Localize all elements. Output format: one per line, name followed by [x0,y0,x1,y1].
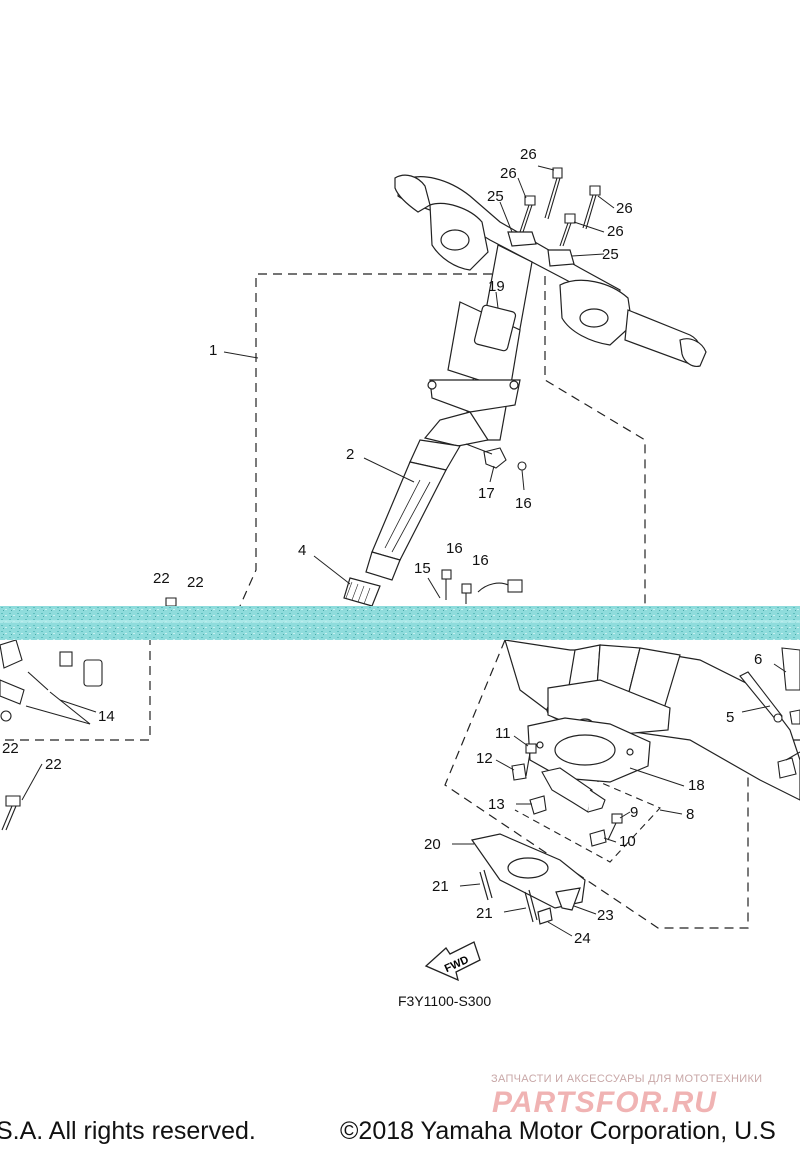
handlebar-clamps [507,231,575,267]
assembly-boundary-1 [239,273,646,607]
callout-10: 10 [619,833,636,850]
callout-25: 25 [602,246,619,263]
part-20-plate [470,833,586,925]
callout-23: 23 [597,907,614,924]
callout-20: 20 [424,836,441,853]
callout-12: 12 [476,750,493,767]
callout-2: 2 [346,446,355,463]
part-14-assembly [0,639,103,831]
callout-18: 18 [688,777,705,794]
callout-26: 26 [520,146,537,163]
callout-11: 11 [495,725,511,742]
watermark-logo: PARTSFOR.RU [492,1086,717,1119]
handlebar [394,174,707,367]
leader-lines [21,165,787,937]
watermark-tagline: ЗАПЧАСТИ И АКСЕССУАРЫ ДЛЯ МОТОТЕХНИКИ [491,1073,763,1085]
callout-13: 13 [488,796,505,813]
fwd-arrow-icon: FWD [424,941,481,982]
callout-17: 17 [478,485,495,502]
callout-16: 16 [446,540,463,557]
callout-6: 6 [754,651,763,668]
assembly-boundary-lower [444,639,800,929]
callout-22: 22 [153,570,170,587]
part-8-bracket [511,743,623,847]
callout-15: 15 [414,560,431,577]
assembly-boundary-14 [0,606,151,741]
callout-26: 26 [616,200,633,217]
callout-22: 22 [187,574,204,591]
callout-5: 5 [726,709,735,726]
callout-16: 16 [472,552,489,569]
steering-column [343,244,533,607]
assembly-boundary-8 [514,759,661,863]
callout-22: 22 [2,740,19,757]
callout-26: 26 [500,165,517,182]
bolts-26 [519,167,601,247]
callout-9: 9 [630,804,639,821]
callout-24: 24 [574,930,591,947]
scan-artifact-band [0,606,800,640]
callout-21: 21 [432,878,449,895]
part-17-clip [465,443,527,471]
callout-1: 1 [209,342,218,359]
copyright-left: S.A. All rights reserved. [0,1117,256,1145]
callout-8: 8 [686,806,695,823]
callout-19: 19 [488,278,505,295]
callout-22: 22 [45,756,62,773]
copyright-right: ©2018 Yamaha Motor Corporation, U.S [340,1117,776,1145]
callout-14: 14 [98,708,115,725]
callout-4: 4 [298,542,307,559]
callout-16: 16 [515,495,532,512]
part-18-gasket [527,717,651,783]
part-6-5 [739,647,800,779]
callout-21: 21 [476,905,493,922]
callout-26: 26 [607,223,624,240]
drawing-code: F3Y1100-S300 [398,993,492,1009]
part-15-16 [165,569,523,607]
callout-25: 25 [487,188,504,205]
